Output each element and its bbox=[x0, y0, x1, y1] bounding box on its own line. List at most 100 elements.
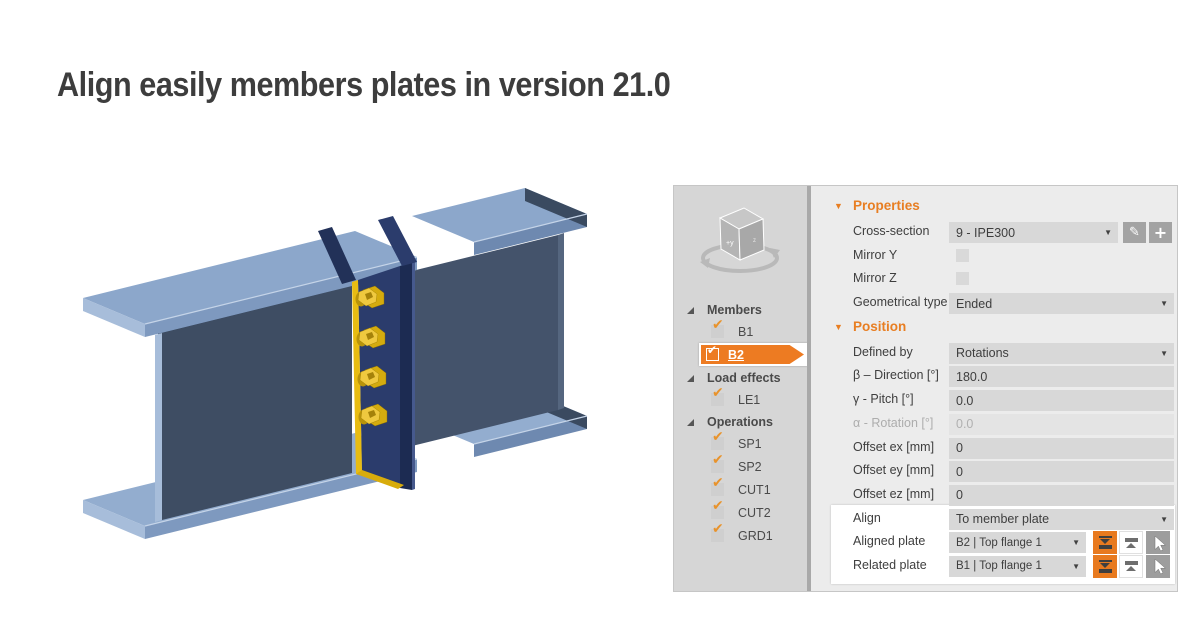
row-cross-section: Cross-section 9 - IPE300 ▼ ✎ + bbox=[811, 221, 1177, 245]
align-dropdown[interactable]: To member plate ▼ bbox=[949, 508, 1174, 530]
alpha-rotation-input-disabled: 0.0 bbox=[949, 413, 1174, 435]
input-value: 180.0 bbox=[956, 369, 988, 384]
field-label: Aligned plate bbox=[853, 534, 926, 549]
view-cube-icon[interactable]: +y z bbox=[698, 198, 782, 290]
offset-ex-input[interactable]: 0 bbox=[949, 437, 1174, 459]
defined-by-dropdown[interactable]: Rotations ▼ bbox=[949, 342, 1174, 364]
checkbox-checked[interactable]: ✔ bbox=[711, 453, 724, 473]
row-offset-ey: Offset ey [mm] 0 bbox=[811, 460, 1177, 484]
dropdown-value: B2 | Top flange 1 bbox=[956, 536, 1042, 549]
chevron-down-icon: ▼ bbox=[1072, 561, 1080, 571]
row-geometrical-type: Geometrical type Ended ▼ bbox=[811, 292, 1177, 316]
checkbox-checked[interactable]: ✔ bbox=[711, 476, 724, 496]
cross-section-dropdown[interactable]: 9 - IPE300 ▼ bbox=[949, 222, 1118, 243]
checkbox-checked[interactable]: ✔ bbox=[711, 430, 724, 450]
dropdown-value: 9 - IPE300 bbox=[956, 225, 1016, 240]
expander-icon[interactable] bbox=[687, 419, 694, 426]
expander-icon[interactable] bbox=[687, 307, 694, 314]
field-label: Offset ey [mm] bbox=[853, 463, 935, 478]
field-label: γ - Pitch [°] bbox=[853, 392, 914, 407]
row-offset-ez: Offset ez [mm] 0 bbox=[811, 484, 1177, 508]
align-bottom-icon bbox=[1124, 537, 1138, 548]
cursor-icon bbox=[1154, 535, 1167, 552]
check-icon: ✔ bbox=[712, 498, 724, 514]
field-label: Defined by bbox=[853, 344, 913, 359]
selected-item-flag: ✔ B2 bbox=[701, 345, 804, 364]
tree-group-load-effects[interactable]: Load effects bbox=[674, 367, 807, 389]
software-panel: +y z Members ✔ B1 ✔ B2 Load effects ✔ LE… bbox=[673, 185, 1178, 592]
check-icon: ✔ bbox=[712, 521, 724, 537]
plus-icon: + bbox=[1153, 223, 1168, 242]
tree-group-operations[interactable]: Operations bbox=[674, 411, 807, 433]
align-to-bottom-button[interactable] bbox=[1119, 531, 1143, 555]
align-top-icon bbox=[1098, 536, 1112, 550]
section-collapse-icon[interactable]: ▼ bbox=[834, 321, 843, 332]
offset-ey-input[interactable]: 0 bbox=[949, 461, 1174, 483]
check-icon: ✔ bbox=[707, 343, 718, 357]
tree-item-b2-selected[interactable]: ✔ B2 bbox=[699, 343, 808, 366]
checkbox-checked[interactable]: ✔ bbox=[706, 345, 719, 361]
section-title: Properties bbox=[853, 198, 920, 213]
gamma-pitch-input[interactable]: 0.0 bbox=[949, 390, 1174, 412]
tree-item-grd1[interactable]: ✔ GRD1 bbox=[674, 522, 807, 547]
align-to-top-button-active[interactable] bbox=[1093, 531, 1117, 555]
dropdown-value: Rotations bbox=[956, 346, 1009, 361]
tree-item-b1[interactable]: ✔ B1 bbox=[674, 318, 807, 343]
row-aligned-plate: Aligned plate B2 | Top flange 1 ▼ bbox=[811, 531, 1177, 555]
tree-group-members[interactable]: Members bbox=[674, 299, 807, 321]
section-collapse-icon[interactable]: ▼ bbox=[834, 201, 843, 211]
tree-item-cut1[interactable]: ✔ CUT1 bbox=[674, 476, 807, 501]
tree-item-sp2[interactable]: ✔ SP2 bbox=[674, 453, 807, 478]
geometrical-type-dropdown[interactable]: Ended ▼ bbox=[949, 293, 1174, 315]
check-icon: ✔ bbox=[712, 452, 724, 468]
input-value: 0.0 bbox=[956, 393, 974, 408]
expander-icon[interactable] bbox=[687, 375, 694, 382]
field-label: Mirror Z bbox=[853, 271, 897, 286]
align-to-top-button-active[interactable] bbox=[1093, 554, 1117, 578]
align-to-bottom-button[interactable] bbox=[1119, 554, 1143, 578]
row-gamma-pitch: γ - Pitch [°] 0.0 bbox=[811, 389, 1177, 413]
chevron-down-icon: ▼ bbox=[1160, 299, 1168, 309]
tree-group-label: Members bbox=[707, 303, 762, 317]
beta-direction-input[interactable]: 180.0 bbox=[949, 366, 1174, 388]
checkbox-checked[interactable]: ✔ bbox=[711, 318, 724, 338]
chevron-down-icon: ▼ bbox=[1104, 228, 1112, 237]
checkbox-unchecked[interactable] bbox=[956, 272, 969, 286]
field-label: Related plate bbox=[853, 557, 927, 572]
section-title: Position bbox=[853, 318, 907, 334]
row-beta-direction: β – Direction [°] 180.0 bbox=[811, 365, 1177, 389]
tree-item-cut2[interactable]: ✔ CUT2 bbox=[674, 499, 807, 524]
field-label: Cross-section bbox=[853, 224, 930, 238]
splice-plates bbox=[318, 216, 417, 490]
row-align: Align To member plate ▼ bbox=[811, 508, 1177, 532]
related-plate-dropdown[interactable]: B1 | Top flange 1 ▼ bbox=[949, 555, 1086, 577]
properties-panel: ▼ Properties Cross-section 9 - IPE300 ▼ … bbox=[811, 186, 1177, 591]
input-value: 0 bbox=[956, 488, 963, 503]
check-icon: ✔ bbox=[712, 429, 724, 445]
checkbox-checked[interactable]: ✔ bbox=[711, 386, 724, 406]
checkbox-checked[interactable]: ✔ bbox=[711, 499, 724, 519]
field-label: α - Rotation [°] bbox=[853, 415, 934, 430]
chevron-down-icon: ▼ bbox=[1072, 538, 1080, 548]
checkbox-checked[interactable]: ✔ bbox=[711, 522, 724, 542]
section-header-position[interactable]: ▼ Position bbox=[811, 316, 1177, 342]
tree-item-label: LE1 bbox=[738, 393, 761, 407]
tree-item-label: SP2 bbox=[738, 460, 762, 474]
row-mirror-z: Mirror Z bbox=[811, 268, 1177, 292]
pick-plate-button[interactable] bbox=[1146, 554, 1170, 578]
check-icon: ✔ bbox=[712, 317, 724, 333]
offset-ez-input[interactable]: 0 bbox=[949, 484, 1174, 506]
field-label: Geometrical type bbox=[853, 295, 948, 310]
check-icon: ✔ bbox=[712, 475, 724, 491]
row-related-plate: Related plate B1 | Top flange 1 ▼ bbox=[811, 554, 1177, 579]
tree-item-sp1[interactable]: ✔ SP1 bbox=[674, 430, 807, 455]
pick-plate-button[interactable] bbox=[1146, 531, 1170, 555]
edit-cross-section-button[interactable]: ✎ bbox=[1123, 222, 1146, 243]
section-header-properties[interactable]: ▼ Properties bbox=[811, 195, 1177, 221]
tree-item-le1[interactable]: ✔ LE1 bbox=[674, 386, 807, 411]
checkbox-unchecked[interactable] bbox=[956, 248, 969, 262]
model-tree: +y z Members ✔ B1 ✔ B2 Load effects ✔ LE… bbox=[674, 186, 808, 591]
add-cross-section-button[interactable]: + bbox=[1149, 222, 1172, 243]
chevron-down-icon: ▼ bbox=[1160, 348, 1168, 358]
aligned-plate-dropdown[interactable]: B2 | Top flange 1 ▼ bbox=[949, 532, 1086, 554]
